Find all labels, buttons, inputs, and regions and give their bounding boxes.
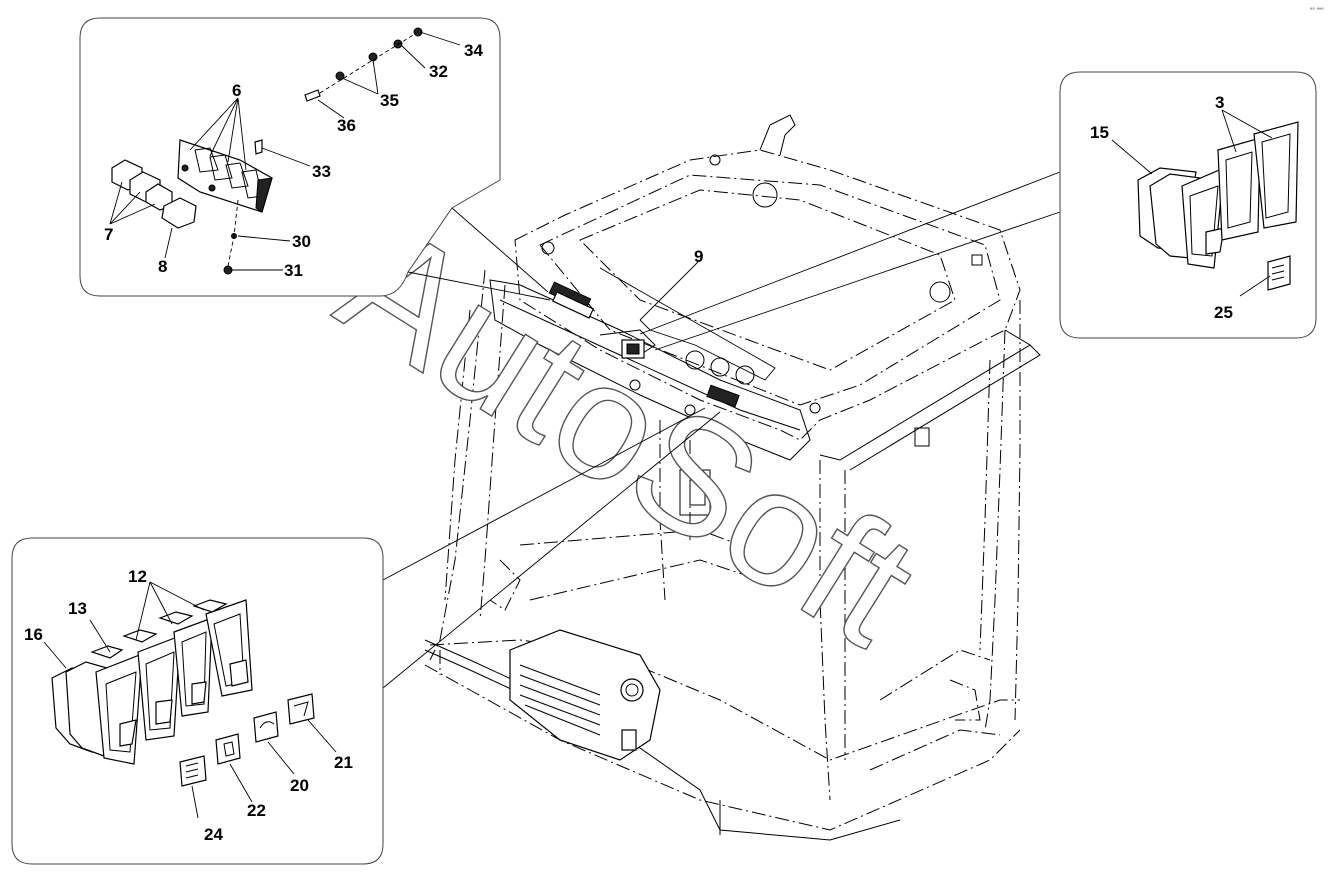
screw-36 xyxy=(304,89,321,102)
screw-33 xyxy=(254,139,263,155)
label-12: 12 xyxy=(128,567,147,586)
switch-frames-3 xyxy=(1217,121,1299,241)
nut-34 xyxy=(413,27,423,37)
symbol-plate-22 xyxy=(215,733,241,765)
label-35: 35 xyxy=(380,91,399,110)
callout-bottom-left: 12 13 16 20 21 22 24 xyxy=(11,537,384,865)
label-6: 6 xyxy=(232,81,241,100)
label-30: 30 xyxy=(292,232,311,251)
nut-31 xyxy=(223,265,233,275)
leader-top-left xyxy=(451,207,549,293)
label-8: 8 xyxy=(158,257,167,276)
overhead-console xyxy=(489,279,821,461)
gauge-plate-20 xyxy=(253,711,279,743)
switch-block-6 xyxy=(177,139,273,213)
label-25: 25 xyxy=(1214,303,1233,322)
hex-plate-8 xyxy=(161,197,197,229)
callout-right: 3 15 25 xyxy=(1059,71,1317,339)
label-7: 7 xyxy=(104,225,113,244)
label-15: 15 xyxy=(1090,123,1109,142)
label-20: 20 xyxy=(290,776,309,795)
label-21: 21 xyxy=(334,753,353,772)
label-16: 16 xyxy=(24,625,43,644)
label-24: 24 xyxy=(204,825,223,844)
cab-frame xyxy=(424,114,1041,841)
label-32: 32 xyxy=(429,62,448,81)
symbol-plate-24 xyxy=(179,755,207,787)
label-34: 34 xyxy=(464,41,483,60)
label-3: 3 xyxy=(1215,93,1224,112)
corner-mark: °° °°° xyxy=(1310,8,1324,14)
rocker-switch-block xyxy=(51,599,253,765)
heater-unit xyxy=(509,629,661,761)
gauge-plate-21 xyxy=(287,693,315,725)
label-9: 9 xyxy=(694,247,703,266)
label-13: 13 xyxy=(68,599,87,618)
label-33: 33 xyxy=(312,162,331,181)
washer-35a xyxy=(368,52,378,62)
symbol-plate-25 xyxy=(1267,255,1291,291)
label-22: 22 xyxy=(247,801,266,820)
label-36: 36 xyxy=(337,116,356,135)
callout-top-left: 6 7 8 30 31 32 33 34 35 36 xyxy=(79,17,501,297)
label-31: 31 xyxy=(284,261,303,280)
rocker-switch-15 xyxy=(1137,167,1225,269)
switch-caps-7 xyxy=(111,159,173,211)
